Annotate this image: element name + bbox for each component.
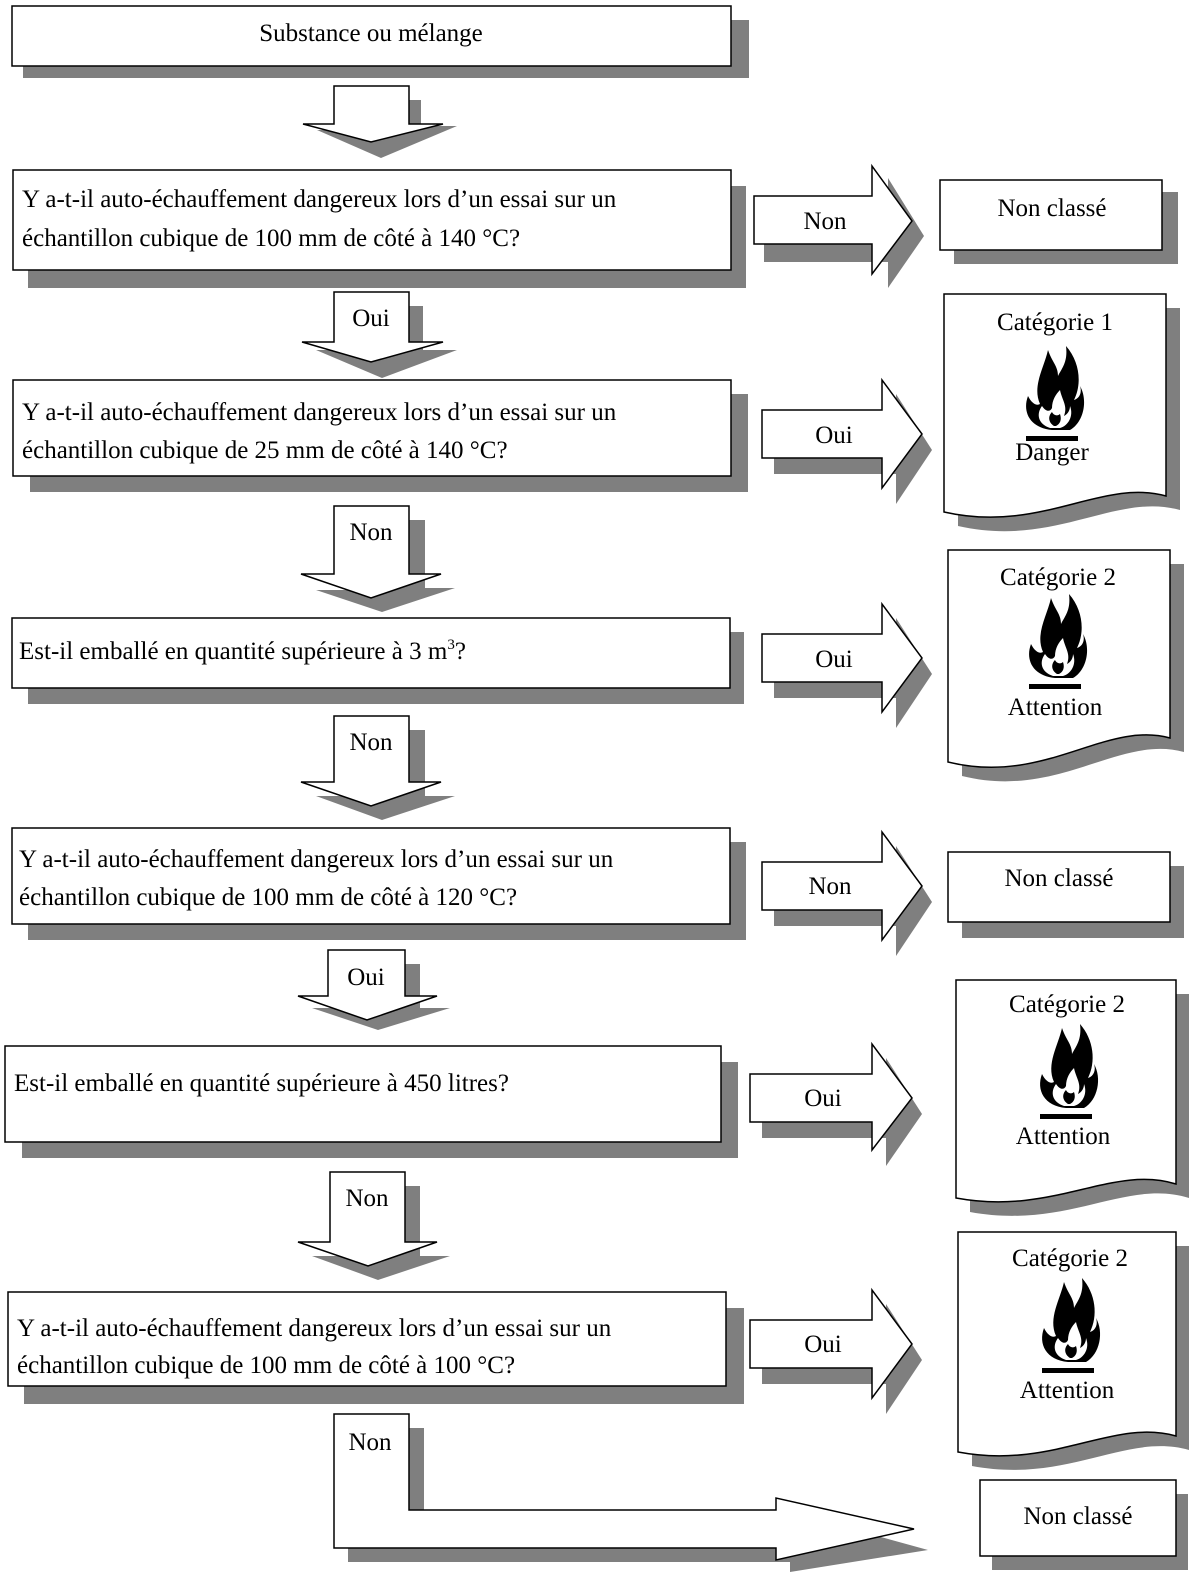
- question-4-line-2: échantillon cubique de 100 mm de côté à …: [19, 884, 517, 911]
- not-classified-box-2: Non classé: [947, 851, 1184, 938]
- right-arrow-2-label: Oui: [815, 422, 853, 449]
- category-card-2: Catégorie 2 Attention: [947, 549, 1184, 782]
- question-1-line-1: Y a-t-il auto-échauffement dangereux lor…: [22, 186, 617, 213]
- down-arrow-5: Oui: [297, 949, 450, 1030]
- question-1: Y a-t-il auto-échauffement dangereux lor…: [12, 169, 746, 288]
- right-arrow-5-label: Oui: [804, 1085, 842, 1112]
- category-card-3: Catégorie 2 Attention: [955, 979, 1189, 1216]
- start-label: Substance ou mélange: [259, 20, 483, 47]
- not-classified-label-1: Non classé: [998, 195, 1107, 222]
- right-arrow-5: Oui: [749, 1041, 922, 1166]
- question-6: Y a-t-il auto-échauffement dangereux lor…: [7, 1291, 744, 1404]
- down-arrow-4-label: Non: [349, 729, 393, 756]
- category-card-1-signal: Danger: [1015, 439, 1089, 466]
- not-classified-label-2: Non classé: [1005, 865, 1114, 892]
- question-3: Est-il emballé en quantité supérieure à …: [11, 617, 744, 704]
- category-card-4-title: Catégorie 2: [1012, 1245, 1128, 1272]
- final-arrow: Non: [333, 1413, 928, 1572]
- category-card-4-signal: Attention: [1020, 1377, 1115, 1404]
- question-6-line-1: Y a-t-il auto-échauffement dangereux lor…: [17, 1315, 612, 1342]
- question-2-line-1: Y a-t-il auto-échauffement dangereux lor…: [22, 399, 617, 426]
- question-5: Est-il emballé en quantité supérieure à …: [4, 1045, 738, 1158]
- not-classified-box-1: Non classé: [939, 179, 1178, 264]
- not-classified-box-3: Non classé: [979, 1479, 1188, 1570]
- right-arrow-6-label: Oui: [804, 1331, 842, 1358]
- question-3-text: Est-il emballé en quantité supérieure à …: [19, 638, 448, 665]
- question-5-line-1: Est-il emballé en quantité supérieure à …: [14, 1070, 509, 1097]
- down-arrow-1: [302, 85, 457, 158]
- category-card-3-signal: Attention: [1016, 1123, 1111, 1150]
- question-4-line-1: Y a-t-il auto-échauffement dangereux lor…: [19, 846, 614, 873]
- right-arrow-2: Oui: [761, 377, 932, 504]
- down-arrow-2-label: Oui: [352, 305, 390, 332]
- right-arrow-4: Non: [761, 829, 932, 956]
- category-card-1-title: Catégorie 1: [997, 309, 1113, 336]
- category-card-2-signal: Attention: [1008, 694, 1103, 721]
- down-arrow-2: Oui: [301, 291, 457, 378]
- question-3-suffix: ?: [455, 638, 466, 665]
- start-node: Substance ou mélange: [11, 5, 749, 78]
- down-arrow-5-label: Oui: [347, 964, 385, 991]
- final-arrow-label: Non: [348, 1429, 392, 1456]
- question-6-line-2: échantillon cubique de 100 mm de côté à …: [17, 1352, 515, 1379]
- question-3-exponent: 3: [447, 637, 455, 653]
- down-arrow-3-label: Non: [349, 519, 393, 546]
- svg-text:Est-il emballé en quantité sup: Est-il emballé en quantité supérieure à …: [19, 637, 466, 665]
- right-arrow-1: Non: [753, 163, 924, 288]
- right-arrow-6: Oui: [749, 1287, 922, 1414]
- question-2: Y a-t-il auto-échauffement dangereux lor…: [12, 379, 748, 492]
- down-arrow-4: Non: [300, 715, 455, 820]
- right-arrow-1-label: Non: [803, 208, 847, 235]
- question-4: Y a-t-il auto-échauffement dangereux lor…: [11, 827, 746, 940]
- category-card-3-title: Catégorie 2: [1009, 991, 1125, 1018]
- question-2-line-2: échantillon cubique de 25 mm de côté à 1…: [22, 437, 508, 464]
- right-arrow-3-label: Oui: [815, 646, 853, 673]
- category-card-1: Catégorie 1 Danger: [943, 293, 1180, 532]
- not-classified-label-3: Non classé: [1024, 1503, 1133, 1530]
- down-arrow-6-label: Non: [345, 1185, 389, 1212]
- down-arrow-6: Non: [297, 1171, 450, 1280]
- right-arrow-3: Oui: [761, 601, 932, 728]
- category-card-2-title: Catégorie 2: [1000, 564, 1116, 591]
- question-1-line-2: échantillon cubique de 100 mm de côté à …: [22, 225, 520, 252]
- down-arrow-3: Non: [300, 505, 455, 612]
- category-card-4: Catégorie 2 Attention: [957, 1231, 1189, 1470]
- right-arrow-4-label: Non: [808, 873, 852, 900]
